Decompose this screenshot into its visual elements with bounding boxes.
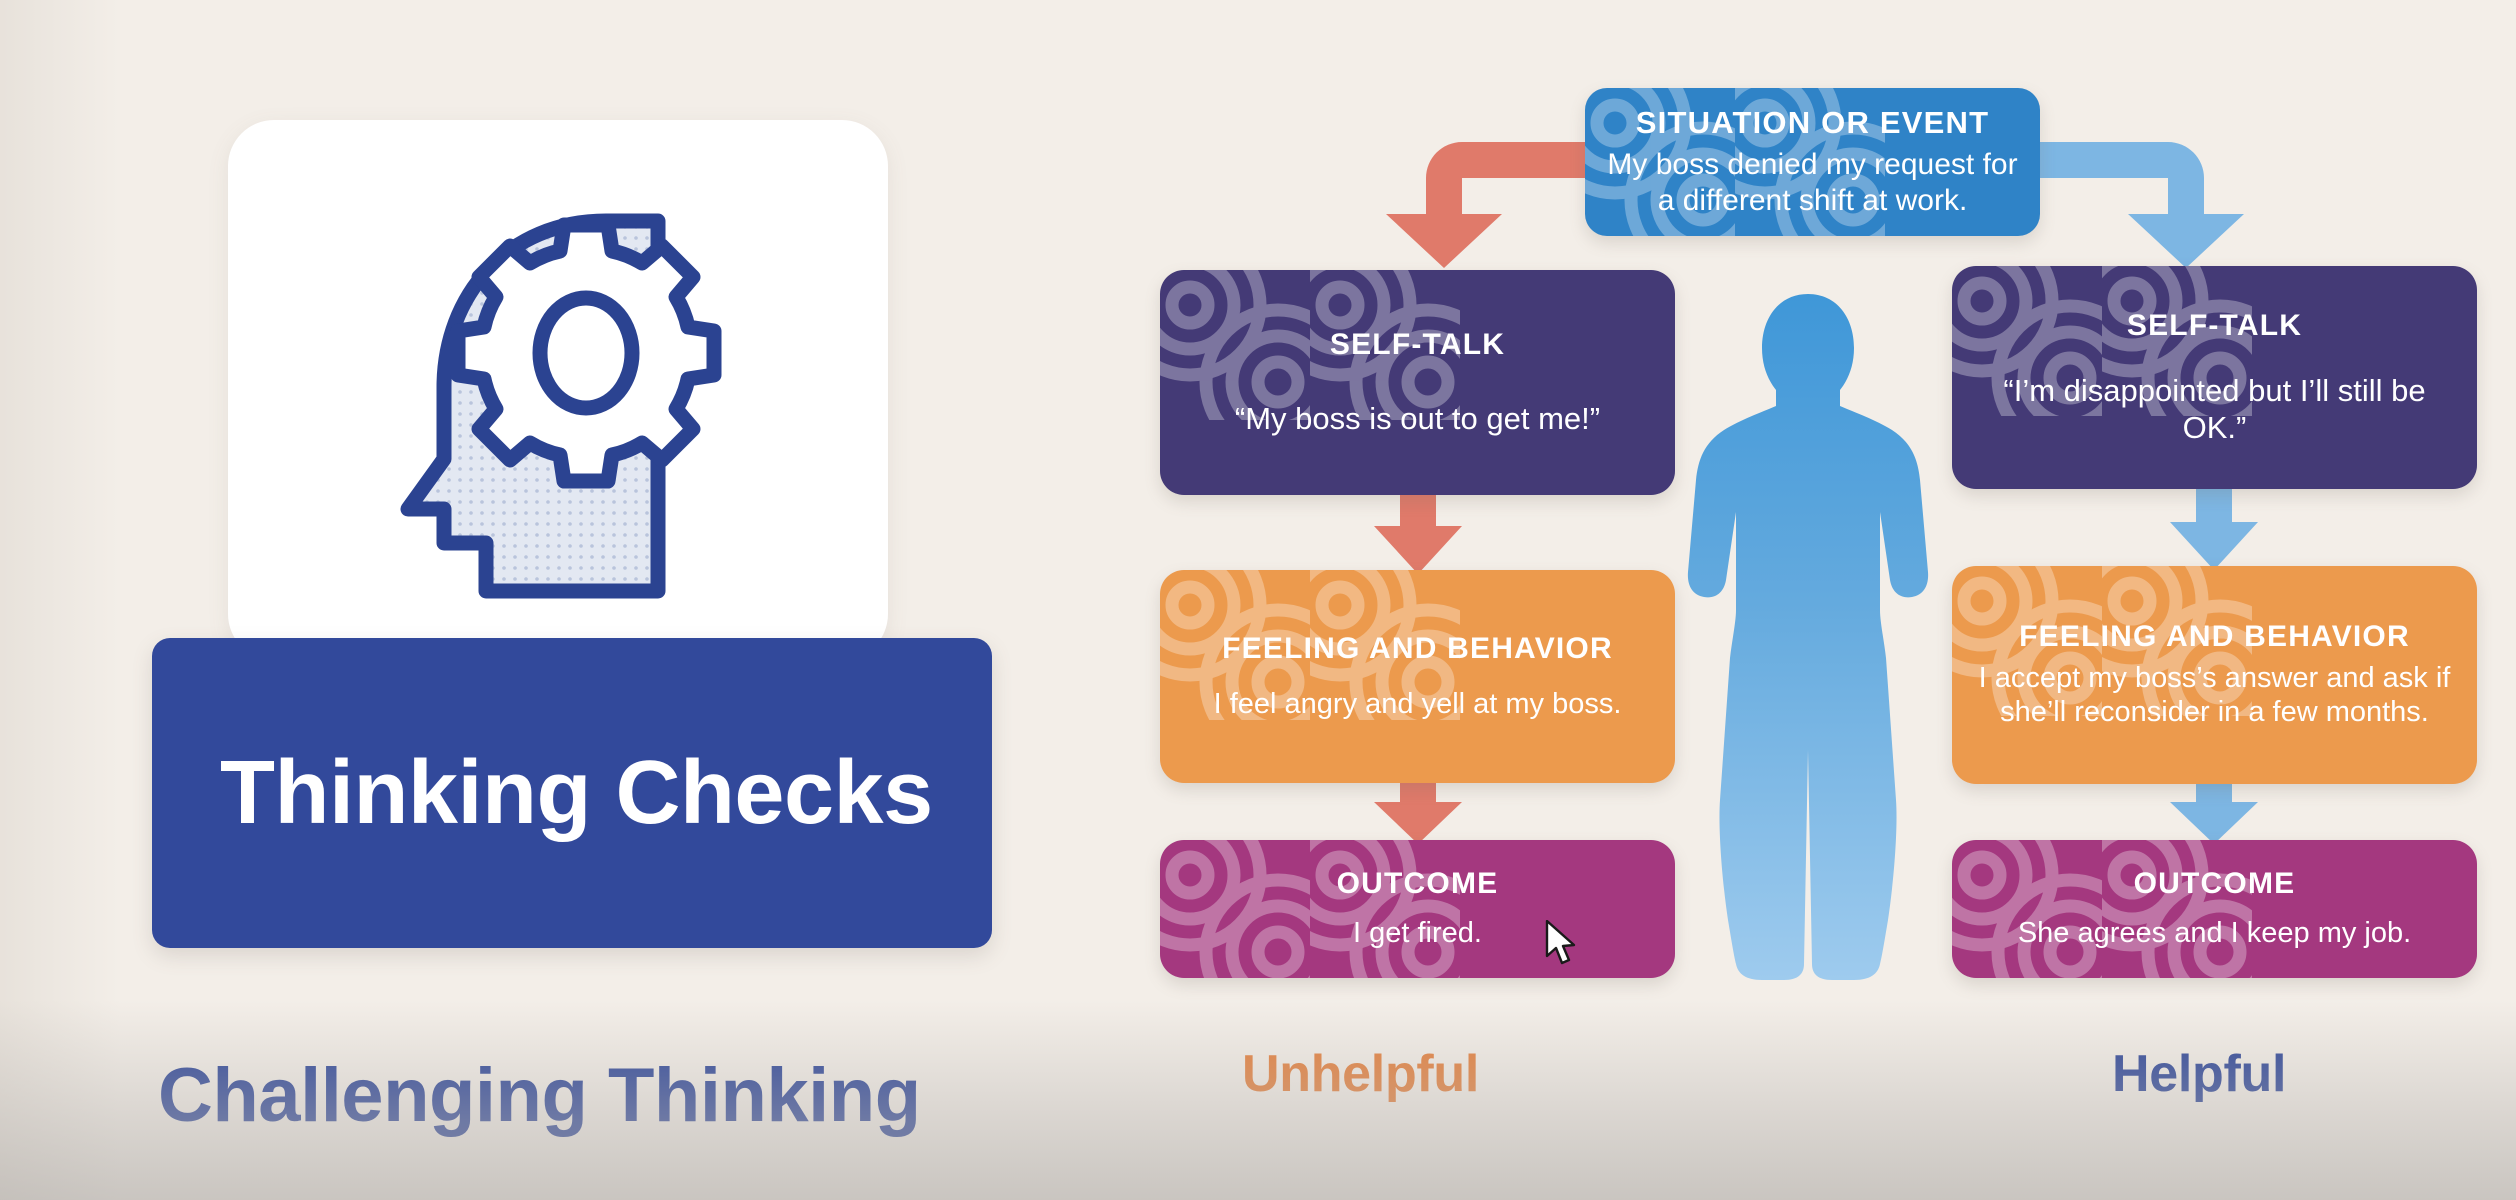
down-arrow-helpful-feeling-to-outcome <box>2170 780 2258 844</box>
card-title: SITUATION OR EVENT <box>1635 105 1990 141</box>
column-label-unhelpful: Unhelpful <box>1242 1045 1480 1103</box>
card-title: OUTCOME <box>1336 867 1499 901</box>
page-title: Thinking Checks <box>220 743 933 843</box>
elbow-arrow-to-unhelpful-self-talk <box>1386 142 1610 268</box>
card-unhelpful-feeling-and-behavior[interactable]: FEELING AND BEHAVIOR I feel angry and ye… <box>1160 570 1675 783</box>
left-title-panel: Thinking Checks Challenging Thinking <box>0 0 1120 1200</box>
card-body: “I’m disappointed but I’ll still be OK.” <box>2003 372 2426 445</box>
column-label-helpful: Helpful <box>2112 1045 2287 1103</box>
card-title: SELF-TALK <box>1329 327 1506 361</box>
head-with-gear-icon <box>400 213 722 599</box>
thinking-checks-diagram: SITUATION OR EVENT My boss denied my req… <box>1120 0 2516 1200</box>
person-silhouette-icon <box>1687 294 1929 980</box>
card-title: FEELING AND BEHAVIOR <box>1222 631 1613 665</box>
icon-card <box>228 120 888 660</box>
card-title: OUTCOME <box>2133 867 2296 901</box>
card-title: FEELING AND BEHAVIOR <box>2019 619 2410 653</box>
card-helpful-self-talk[interactable]: SELF-TALK “I’m disappointed but I’ll sti… <box>1952 266 2477 489</box>
section-caption: Challenging Thinking <box>158 1053 921 1138</box>
wave-texture <box>1160 840 1460 978</box>
card-body: She agrees and I keep my job. <box>2017 917 2412 949</box>
card-helpful-feeling-and-behavior[interactable]: FEELING AND BEHAVIOR I accept my boss’s … <box>1952 566 2477 784</box>
title-banner: Thinking Checks <box>152 638 992 948</box>
card-body: I get fired. <box>1353 917 1482 949</box>
down-arrow-unhelpful-selftalk-to-feeling <box>1374 492 1462 574</box>
card-unhelpful-self-talk[interactable]: SELF-TALK “My boss is out to get me!” <box>1160 270 1675 495</box>
down-arrow-unhelpful-feeling-to-outcome <box>1374 780 1462 844</box>
card-body: My boss denied my request for a differen… <box>1607 147 2018 217</box>
card-title: SELF-TALK <box>2126 308 2303 342</box>
elbow-arrow-to-helpful-self-talk <box>2020 142 2244 268</box>
card-unhelpful-outcome[interactable]: OUTCOME I get fired. <box>1160 840 1675 978</box>
card-body: “My boss is out to get me!” <box>1234 401 1601 437</box>
card-body: I accept my boss’s answer and ask if she… <box>1978 661 2451 729</box>
down-arrow-helpful-selftalk-to-feeling <box>2170 486 2258 570</box>
wave-texture <box>1952 840 2252 978</box>
card-body: I feel angry and yell at my boss. <box>1213 687 1622 720</box>
card-situation-or-event[interactable]: SITUATION OR EVENT My boss denied my req… <box>1585 88 2040 236</box>
card-helpful-outcome[interactable]: OUTCOME She agrees and I keep my job. <box>1952 840 2477 978</box>
